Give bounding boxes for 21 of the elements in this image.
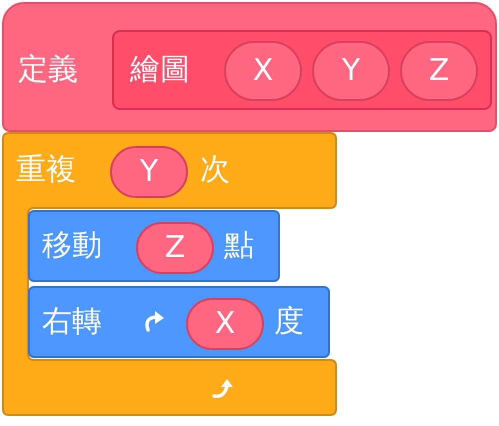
motion-block [28, 286, 330, 358]
block-label: 重複 [16, 152, 76, 188]
block-label: 點 [224, 228, 254, 264]
argument-name: X [214, 306, 236, 342]
block-label: 定義 [18, 52, 78, 88]
repeat-block [2, 132, 338, 417]
argument-reporter [186, 298, 264, 350]
block-label: 次 [200, 152, 230, 188]
define-hat-block [2, 2, 497, 132]
custom-block-prototype [112, 30, 492, 110]
argument-name: Z [164, 230, 186, 266]
argument-name: X [252, 53, 274, 89]
block-label: 右轉 [42, 304, 102, 340]
argument-name: Z [428, 53, 450, 89]
argument-name: Y [138, 154, 160, 190]
argument-name: Y [340, 53, 362, 89]
argument-reporter [136, 222, 214, 274]
block-label: 度 [274, 304, 304, 340]
motion-block [28, 210, 280, 282]
block-label: 移動 [42, 228, 102, 264]
block-label: 繪圖 [130, 52, 190, 88]
